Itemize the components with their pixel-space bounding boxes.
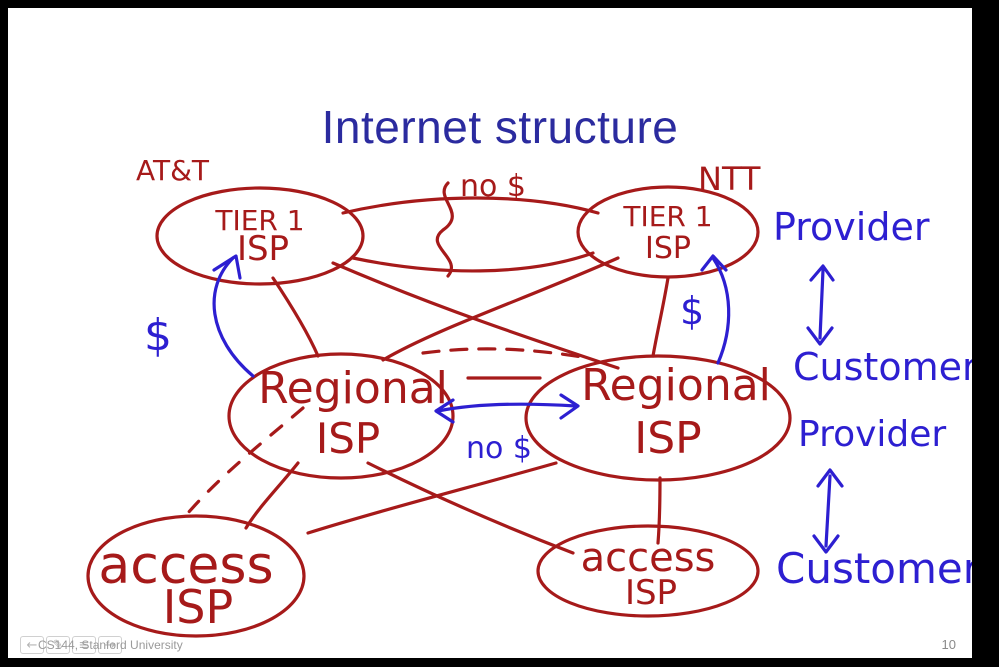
access-left-label-2: ISP [163,580,234,634]
customer-1-label: Customer [793,345,972,389]
link-regionalL-accessR [366,461,575,555]
access-left-label-1: access [98,536,273,596]
link-regionalR-accessR [656,476,662,545]
arrow-left-icon[interactable]: ← [20,636,44,654]
provider-customer-arrow-2-bottom [812,534,840,554]
link-tier1R-regionalR [651,276,670,358]
access-right-ellipse [536,524,760,618]
pen-icon[interactable]: ✎ [46,636,70,654]
access-right-label-1: access [581,535,716,581]
link-tier1L-regionalR [331,261,620,370]
provider-customer-arrow-2-top [816,468,844,488]
menu-icon[interactable]: ≡ [72,636,96,654]
right-money-arrow [711,256,731,365]
slide-footer: CS144, Stanford University [38,638,183,652]
customer-2-label: Customer [776,544,972,593]
peering-arrowhead-right [559,393,580,420]
provider-2-label: Provider [798,414,946,455]
right-money-arrowhead [700,254,728,272]
no-dollar-mid-label: no $ [466,431,532,466]
tier1-left-label-2: ISP [237,229,289,269]
tier1-left-ellipse [155,186,365,286]
link-regionalL-regionalR-dash [421,347,590,360]
link-accessL-regionalR [306,461,558,535]
link-tier1-tier1-top [341,196,600,215]
regional-left-ellipse [227,352,455,480]
regional-right-ellipse [524,354,792,482]
regional-left-label-1: Regional [258,363,448,414]
page-number: 10 [941,637,956,652]
regional-right-label-1: Regional [581,360,771,411]
access-right-label-2: ISP [625,573,677,613]
slide: Internet structure TIER 1 [8,8,972,658]
tier1-right-ellipse [576,185,760,279]
left-money-arrow [212,256,255,378]
link-tier1R-regionalL [381,256,620,362]
provider-1-label: Provider [773,205,930,249]
provider-customer-arrow-1-bottom [806,326,834,346]
peering-double-arrow [436,402,578,413]
provider-customer-arrow-1-top [809,264,835,282]
regional-right-label-2: ISP [634,413,701,464]
tier1-left-label-1: TIER 1 [214,204,304,237]
access-left-ellipse [86,514,306,638]
no-dollar-top-label: no $ [460,169,526,204]
slide-title: Internet structure [321,101,679,153]
link-tier1-tier1-bottom [351,251,595,273]
att-label: AT&T [136,154,210,187]
provider-customer-arrow-1 [818,268,825,340]
arrow-right-icon[interactable]: → [98,636,122,654]
regional-left-label-2: ISP [316,414,380,463]
peering-arrowhead-left [434,398,455,424]
dollar-left-label: $ [144,310,172,361]
dollar-right-label: $ [680,289,704,333]
link-tier1L-regionalL [271,276,320,358]
link-regionalL-accessL-dash [186,406,305,515]
tier1-right-label-1: TIER 1 [622,200,712,233]
slideshow-nav-controls: ← ✎ ≡ → [20,636,122,654]
provider-customer-arrow-2 [824,474,832,548]
left-money-arrowhead [212,254,242,280]
ntt-label: NTT [698,160,761,198]
ink-annotation-layer: TIER 1 ISP TIER 1 ISP Regional ISP Regio… [86,154,972,638]
no-dollar-squiggle [435,181,454,278]
tier1-right-label-2: ISP [645,231,691,266]
